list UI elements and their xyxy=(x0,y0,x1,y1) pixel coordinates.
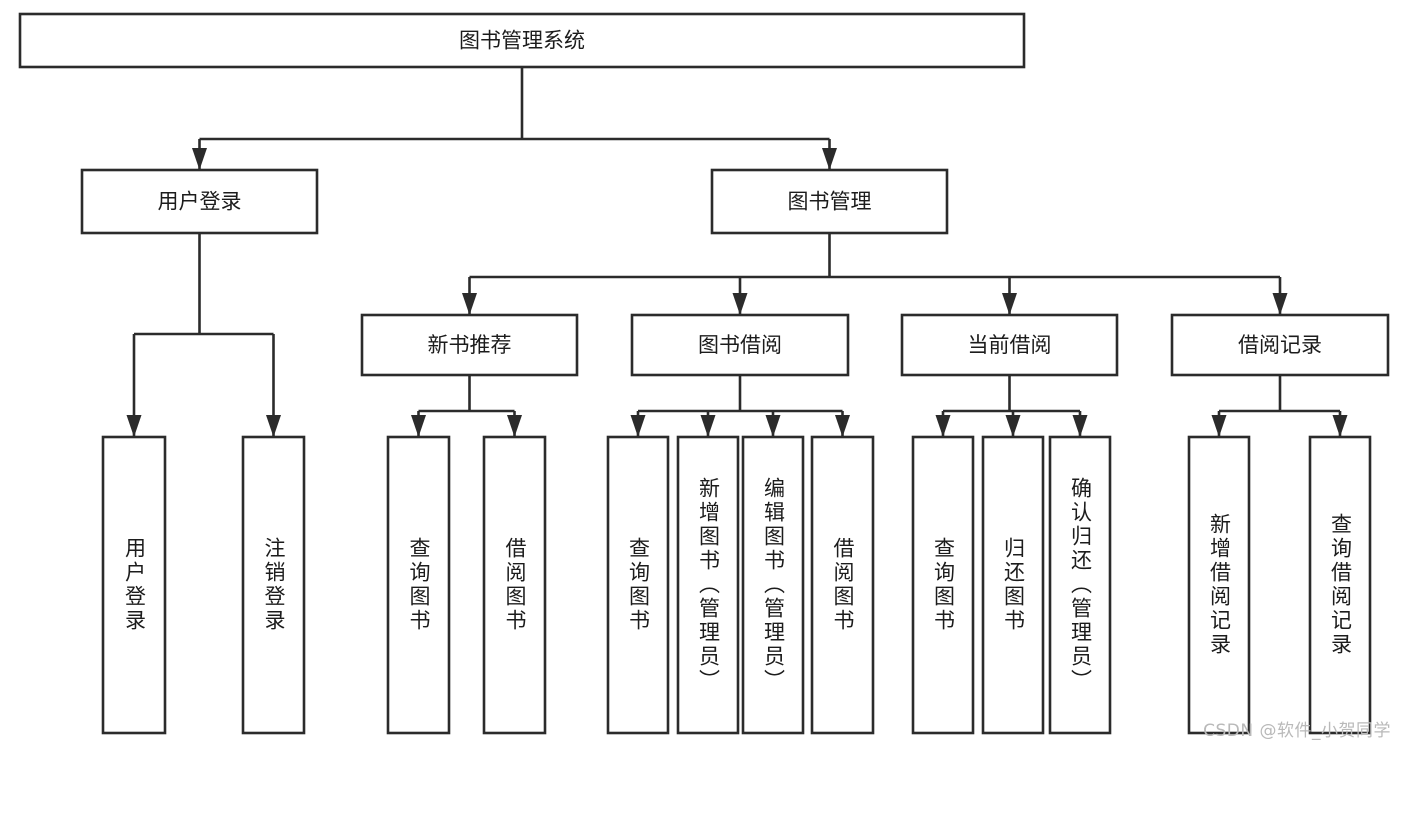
node-box-leaf-confirm-return-admin[interactable] xyxy=(1048,435,1112,735)
arrow-head-icon-group-1-leaf-3 xyxy=(835,415,850,437)
node-box-book-borrow[interactable] xyxy=(630,313,850,377)
node-label-book-manage: 图书管理 xyxy=(788,190,872,214)
node-box-leaf-query-book-2[interactable] xyxy=(606,435,670,735)
node-label-book-borrow: 图书借阅 xyxy=(698,333,782,357)
arrow-head-icon-group-2-leaf-2 xyxy=(1072,415,1088,437)
node-label-user-login: 用户登录 xyxy=(158,190,242,214)
node-box-leaf-query-book-1[interactable] xyxy=(386,435,451,735)
arrow-head-icon-level3-1 xyxy=(732,293,748,315)
arrow-head-icon-level2-1 xyxy=(822,148,837,170)
node-box-root[interactable] xyxy=(18,12,1026,69)
node-box-leaf-query-record[interactable] xyxy=(1308,435,1372,735)
arrow-head-icon-group-1-leaf-2 xyxy=(765,415,781,437)
connectors-layer xyxy=(126,67,1348,437)
node-box-leaf-edit-book-admin[interactable] xyxy=(741,435,805,735)
node-label-new-book-recommend: 新书推荐 xyxy=(428,333,512,357)
arrow-head-icon-level3-3 xyxy=(1272,293,1288,315)
node-box-new-book-recommend[interactable] xyxy=(360,313,579,377)
arrow-head-icon-group-2-leaf-0 xyxy=(935,415,951,437)
arrow-head-icon-group-0-leaf-0 xyxy=(411,415,426,437)
node-box-leaf-borrow-book-1[interactable] xyxy=(482,435,547,735)
node-box-leaf-borrow-book-2[interactable] xyxy=(810,435,875,735)
diagram-root: 图书管理系统用户登录图书管理新书推荐图书借阅当前借阅借阅记录 用户登录注销登录查… xyxy=(18,12,1391,741)
node-label-current-borrow: 当前借阅 xyxy=(968,333,1052,357)
node-box-leaf-add-book-admin[interactable] xyxy=(676,435,740,735)
arrow-head-icon-group-1-leaf-1 xyxy=(700,415,716,437)
node-box-leaf-user-login[interactable] xyxy=(101,435,167,735)
node-boxes-layer xyxy=(18,12,1390,735)
node-box-leaf-logout[interactable] xyxy=(241,435,306,735)
arrow-head-icon-group-2-leaf-1 xyxy=(1005,415,1021,437)
csdn-watermark: CSDN @软件_小贺同学 xyxy=(1203,721,1391,741)
arrow-head-icon-level3-2 xyxy=(1002,293,1017,315)
arrow-head-icon-group-1-leaf-0 xyxy=(630,415,646,437)
node-label-borrow-record: 借阅记录 xyxy=(1238,333,1322,357)
node-box-leaf-add-record[interactable] xyxy=(1187,435,1251,735)
arrow-head-icon-user-leaf-0 xyxy=(126,415,142,437)
arrow-head-icon-group-3-leaf-0 xyxy=(1211,415,1227,437)
node-label-root: 图书管理系统 xyxy=(459,29,585,53)
arrow-head-icon-level2-0 xyxy=(192,148,207,170)
node-box-leaf-query-book-3[interactable] xyxy=(911,435,975,735)
node-box-leaf-return-book[interactable] xyxy=(981,435,1045,735)
node-box-current-borrow[interactable] xyxy=(900,313,1119,377)
node-box-book-manage[interactable] xyxy=(710,168,949,235)
arrow-head-icon-group-3-leaf-1 xyxy=(1332,415,1348,437)
arrow-head-icon-level3-0 xyxy=(462,293,477,315)
node-box-user-login[interactable] xyxy=(80,168,319,235)
arrow-head-icon-user-leaf-1 xyxy=(266,415,281,437)
node-box-borrow-record[interactable] xyxy=(1170,313,1390,377)
arrow-head-icon-group-0-leaf-1 xyxy=(507,415,522,437)
